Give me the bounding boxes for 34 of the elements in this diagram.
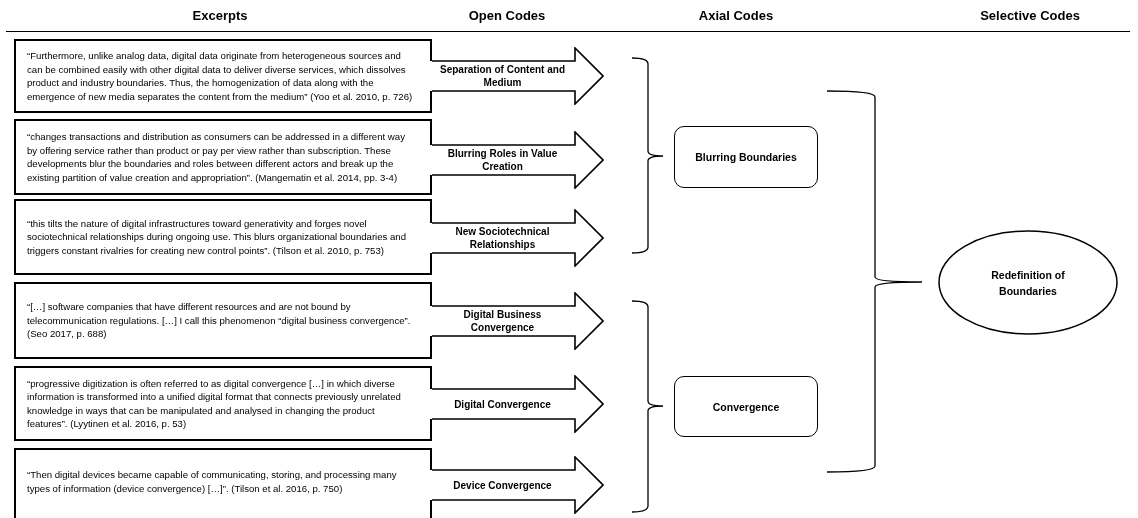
axial-code-label: Blurring Boundaries: [695, 150, 797, 165]
open-code-label: Separation of Content and Medium: [439, 63, 566, 89]
axial-code-label: Convergence: [712, 399, 780, 415]
block-arrow: [429, 47, 604, 105]
excerpt-text: “Then digital devices became capable of communicating, storing, and processing many types of information (device convergence) […]”. (Tilson et al. 2016, p. 750): [27, 468, 398, 495]
excerpt-text: “Furthermore, unlike analog data, digital data originate from heterogeneous sources and can be combined easily with other digital data to deliver diverse services, which dissolves product and industry boundaries. Thus, the homogenization of data along with the emergence of new media separates the content from the medium” (Yoo et al. 2010, p. 726): [27, 49, 414, 103]
axial-code-box: [674, 126, 818, 188]
axial-code-box: [674, 376, 818, 437]
column-heading: Open Codes: [468, 7, 546, 25]
block-arrow: [429, 292, 604, 350]
open-code-label: Digital Business Convergence: [462, 308, 543, 334]
excerpt-text: “changes transactions and distribution as consumers can be addressed in a different way by offering service rather than product or pay per view rather than subscription. These developments blur the boundaries and roles between different actors and break up the existing partition of value creation and appropriation”. (Mangematin et al. 2014, pp. 3-4): [27, 130, 406, 184]
excerpt-text: “[…] software companies that have different resources and are not bound by telecommunication regulations. […] I call this phenomenon “digital business convergence”. (Seo 2017, p. 688): [27, 300, 412, 341]
excerpt-box: [14, 366, 432, 441]
excerpt-box: [14, 448, 432, 518]
excerpt-box: [14, 199, 432, 275]
column-heading: Excerpts: [192, 7, 248, 25]
block-arrow: [429, 375, 604, 433]
excerpt-box: [14, 39, 432, 113]
open-code-label: Device Convergence: [453, 478, 552, 492]
column-heading: Selective Codes: [980, 7, 1080, 25]
excerpt-box: [14, 282, 432, 359]
selective-code-ellipse: [938, 230, 1118, 335]
open-code-label: Blurring Roles in Value Creation: [446, 147, 559, 173]
open-code-label: New Sociotechnical Relationships: [454, 225, 551, 251]
block-arrow: [429, 456, 604, 514]
excerpt-text: “this tilts the nature of digital infrastructures toward generativity and forges novel sociotechnical relationships during ongoing use. This blurs organizational boundaries and triggers constant rivalries for creating new control points”. (Tilson et al. 2010, p. 753): [27, 216, 408, 258]
open-code-label: Digital Convergence: [454, 397, 551, 411]
block-arrow: [429, 131, 604, 189]
excerpt-box: [14, 119, 432, 195]
excerpt-text: “progressive digitization is often referred to as digital convergence […] in which diverse information is transformed into a unified digital format that connects previously unrelated knowledge in ways that can be manipulated and analysed in changing the product features”. (Lyytinen et al. 2016, p. 53): [27, 376, 402, 431]
column-heading: Axial Codes: [698, 7, 774, 25]
selective-code-label: Redefinition of Boundaries: [990, 267, 1066, 299]
block-arrow: [429, 209, 604, 267]
